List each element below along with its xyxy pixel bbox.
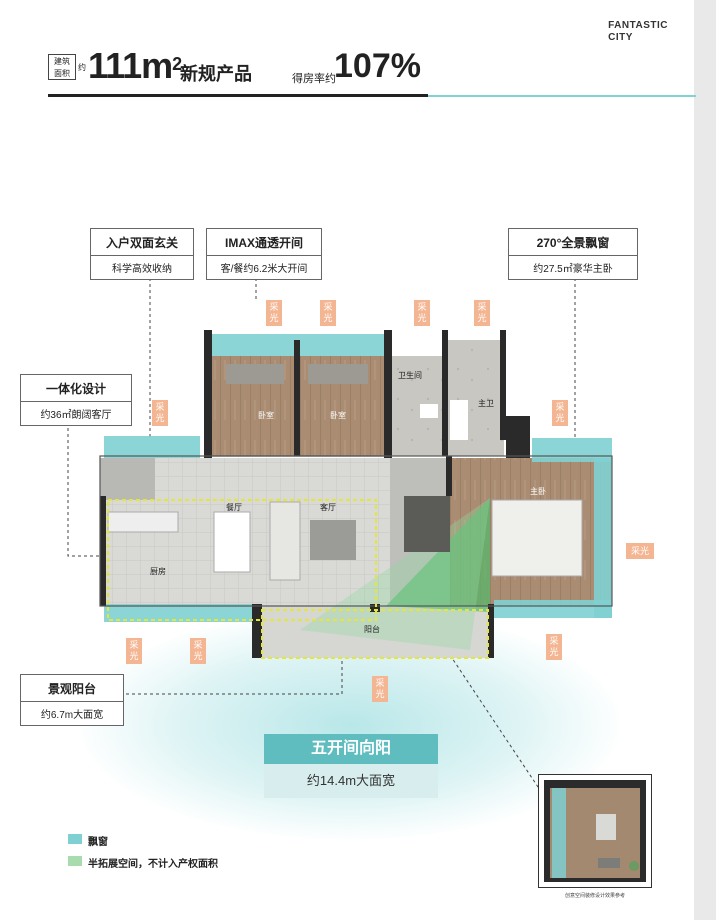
view-cone-green bbox=[386, 498, 490, 612]
inset-caption: 创意空间装修设计效果参考 bbox=[564, 893, 625, 899]
callout-imax: IMAX通透开间 客/餐约6.2米大开间 bbox=[206, 228, 322, 280]
right-edge-strip bbox=[694, 0, 716, 920]
dining-table bbox=[213, 511, 251, 573]
bay-window-master-bottom bbox=[494, 600, 612, 618]
area-tag: 建筑 面积 bbox=[48, 54, 76, 80]
legend-swatch-bay-window bbox=[68, 834, 82, 844]
brand-line1: FANTASTIC bbox=[608, 20, 668, 31]
kitchen-counter bbox=[107, 511, 179, 533]
sun-tag-11: 采光 bbox=[372, 676, 388, 702]
brand-logo: FANTASTIC CITY bbox=[608, 20, 668, 44]
feature-band-sub: 约14.4m大面宽 bbox=[264, 764, 438, 798]
balcony-floor bbox=[262, 606, 492, 658]
ratio-value: 107% bbox=[334, 47, 421, 85]
callout-balcony: 景观阳台 约6.7m大面宽 bbox=[20, 674, 124, 726]
callout-integrated: 一体化设计 约36㎡朗阔客厅 bbox=[20, 374, 132, 426]
legend-swatch-semi-extended bbox=[68, 856, 82, 866]
header-rule-accent bbox=[428, 95, 696, 97]
callout-integrated-title: 一体化设计 bbox=[21, 375, 131, 402]
sun-tag-2: 采光 bbox=[320, 300, 336, 326]
rug bbox=[310, 520, 356, 560]
callout-entry-sub: 科学高效收纳 bbox=[112, 264, 172, 275]
sofa bbox=[269, 501, 301, 581]
label-bedroom-1: 卧室 bbox=[258, 411, 274, 420]
callout-integrated-sub: 约36㎡朗阔客厅 bbox=[40, 410, 112, 421]
feature-band-title: 五开间向阳 bbox=[264, 734, 438, 764]
ratio-label: 得房率约 bbox=[292, 73, 336, 85]
sun-tag-9: 采光 bbox=[190, 638, 206, 664]
bay-window-master-right bbox=[594, 458, 612, 618]
area-number: 111m bbox=[88, 45, 173, 86]
bed-1 bbox=[226, 364, 284, 384]
area-description: 新规产品 bbox=[180, 64, 252, 84]
area-tag-line1: 建筑 bbox=[54, 57, 70, 66]
master-bed bbox=[491, 499, 583, 577]
callout-window-title: 270°全景飘窗 bbox=[509, 229, 637, 256]
area-superscript: 2 bbox=[172, 54, 182, 74]
callout-window: 270°全景飘窗 约27.5㎡豪华主卧 bbox=[508, 228, 638, 280]
callout-balcony-title: 景观阳台 bbox=[21, 675, 123, 702]
brand-line2: CITY bbox=[608, 32, 633, 43]
callout-imax-sub: 客/餐约6.2米大开间 bbox=[220, 264, 308, 275]
toilet bbox=[420, 404, 438, 418]
callout-imax-title: IMAX通透开间 bbox=[207, 229, 321, 256]
legend-label-semi-extended: 半拓展空间，不计入产权面积 bbox=[88, 859, 218, 870]
callout-window-sub: 约27.5㎡豪华主卧 bbox=[533, 264, 613, 275]
label-dining: 餐厅 bbox=[226, 503, 242, 512]
area-value: 111m2 bbox=[88, 45, 182, 86]
bay-window-entry bbox=[104, 436, 200, 458]
highlight-zones bbox=[107, 499, 489, 659]
entry-floor bbox=[100, 458, 155, 500]
header-rule bbox=[48, 94, 428, 97]
study-desk bbox=[404, 496, 450, 552]
label-bathroom: 卫生间 bbox=[398, 371, 422, 380]
label-master-bedroom: 主卧 bbox=[530, 487, 546, 496]
callout-entry-title: 入户双面玄关 bbox=[91, 229, 193, 256]
sun-tag-3: 采光 bbox=[414, 300, 430, 326]
inset-render bbox=[538, 774, 652, 888]
sun-tag-7: 采光 bbox=[626, 543, 654, 559]
label-living: 客厅 bbox=[320, 503, 336, 512]
callout-balcony-sub: 约6.7m大面宽 bbox=[40, 710, 104, 721]
sun-tag-8: 采光 bbox=[126, 638, 142, 664]
sun-tag-4: 采光 bbox=[474, 300, 490, 326]
bay-window-kitchen bbox=[104, 604, 254, 622]
bathtub bbox=[450, 400, 468, 440]
area-tag-line2: 面积 bbox=[54, 69, 70, 78]
wall-outlines bbox=[99, 455, 613, 607]
sun-tag-5: 采光 bbox=[152, 400, 168, 426]
legend-label-bay-window: 飘窗 bbox=[88, 837, 108, 848]
callout-entry: 入户双面玄关 科学高效收纳 bbox=[90, 228, 194, 280]
label-balcony: 阳台 bbox=[364, 625, 380, 634]
sun-tag-10: 采光 bbox=[546, 634, 562, 660]
label-kitchen: 厨房 bbox=[150, 567, 166, 576]
sun-tag-1: 采光 bbox=[266, 300, 282, 326]
area-about: 约 bbox=[78, 63, 86, 72]
label-bedroom-2: 卧室 bbox=[330, 411, 346, 420]
bed-2 bbox=[308, 364, 368, 384]
label-master-bath: 主卫 bbox=[478, 399, 494, 408]
sun-tag-6: 采光 bbox=[552, 400, 568, 426]
walls bbox=[100, 330, 530, 658]
